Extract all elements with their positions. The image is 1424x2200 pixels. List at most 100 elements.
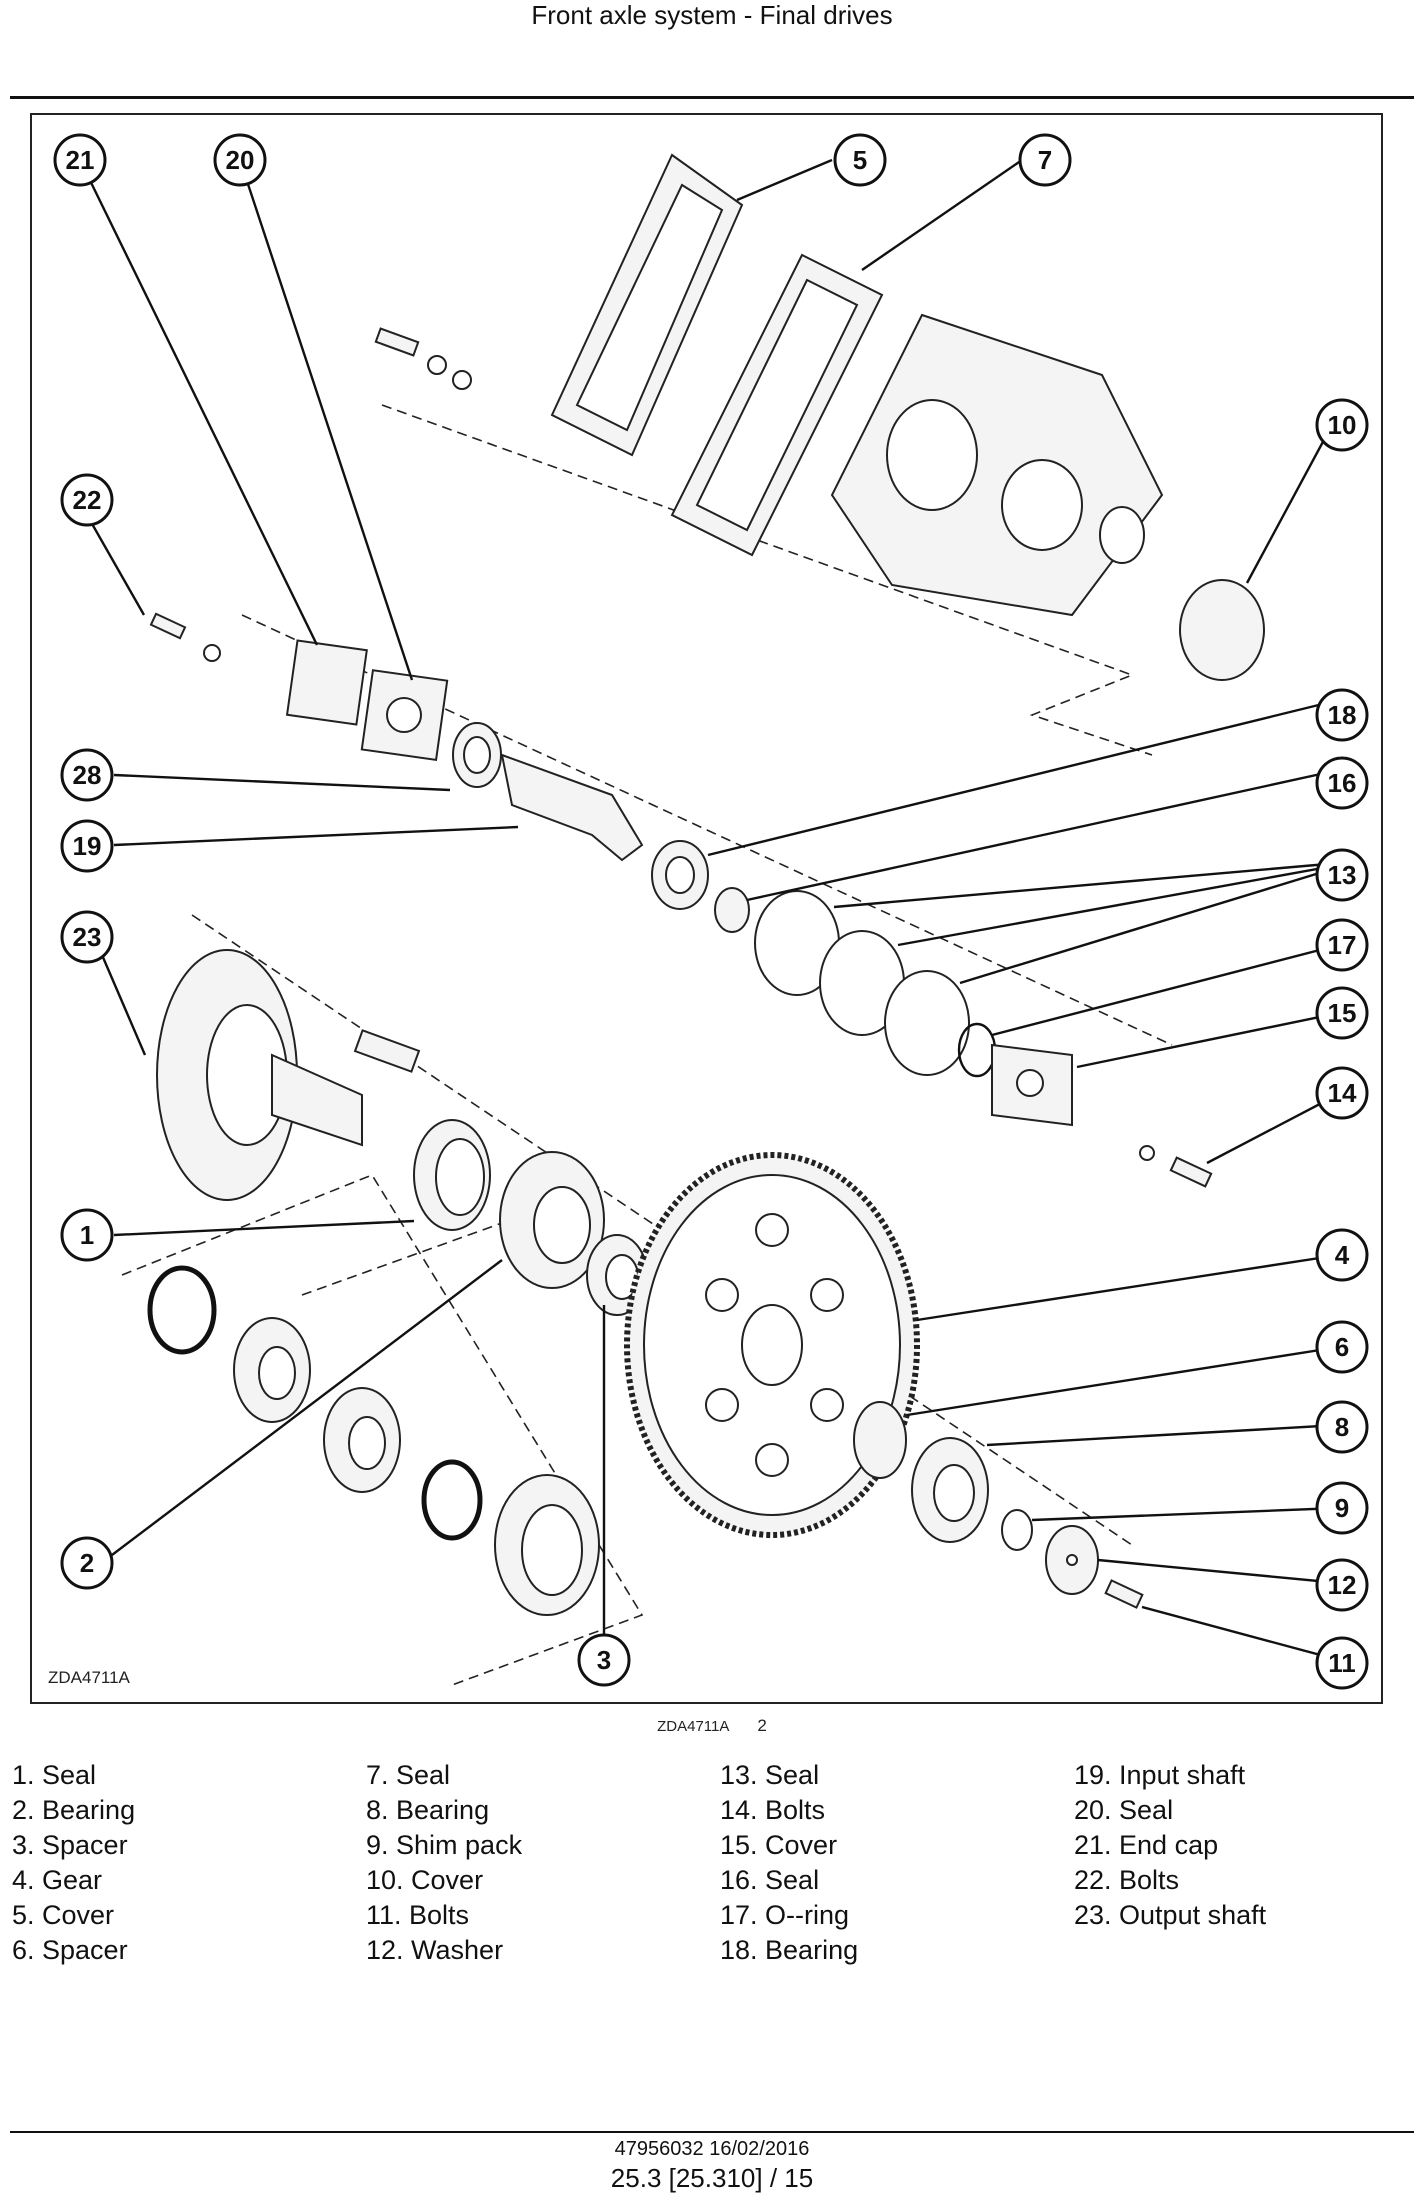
legend-item: 8. Bearing — [366, 1795, 490, 1825]
bolt-22-part — [149, 612, 221, 662]
legend-item: 5. Cover — [12, 1900, 115, 1930]
exploded-view-drawing: 21 20 5 7 10 22 18 16 28 19 13 23 17 15 … — [53, 133, 1369, 1690]
callout-11: 11 — [1315, 1636, 1369, 1690]
svg-text:9: 9 — [1335, 1493, 1349, 1523]
svg-text:14: 14 — [1328, 1078, 1357, 1108]
footer-page-number: 25.3 [25.310] / 15 — [610, 2163, 814, 2193]
o-ring-lower-2-part — [421, 1459, 483, 1541]
legend-item: 17. O--ring — [720, 1900, 850, 1930]
cover-bolt-part — [374, 327, 472, 390]
legend-item: 14. Bolts — [720, 1795, 826, 1825]
callout-28: 28 — [60, 748, 114, 802]
input-shaft-19-part — [500, 753, 644, 862]
callout-21: 21 — [53, 133, 107, 187]
leader-16 — [746, 768, 1340, 902]
svg-text:18: 18 — [1328, 700, 1357, 730]
leader-13c — [959, 865, 1340, 985]
bearing-8-part — [911, 1437, 989, 1543]
legend-item: 20. Seal — [1074, 1795, 1174, 1825]
leader-21 — [78, 159, 319, 646]
header-rule — [10, 96, 1414, 99]
seal-20-part — [360, 669, 449, 762]
spacer-lower-part — [323, 1387, 401, 1493]
leader-13a — [833, 861, 1340, 909]
svg-text:1: 1 — [80, 1220, 94, 1250]
bolt-11-part — [1104, 1579, 1144, 1609]
leader-4 — [916, 1253, 1340, 1322]
callout-13: 13 — [1315, 848, 1369, 902]
leader-17 — [991, 943, 1340, 1037]
svg-text:15: 15 — [1328, 998, 1357, 1028]
legend-item: 13. Seal — [720, 1760, 820, 1790]
spacer-6-part — [853, 1401, 907, 1479]
legend-item: 6. Spacer — [12, 1935, 128, 1965]
leader-2 — [111, 1259, 503, 1556]
cover-5-part — [550, 153, 744, 457]
leader-14 — [1206, 1093, 1338, 1165]
svg-text:3: 3 — [597, 1645, 611, 1675]
callout-2: 2 — [60, 1536, 114, 1590]
callout-22: 22 — [60, 473, 114, 527]
seal-7-part — [670, 253, 884, 557]
legend-item: 16. Seal — [720, 1865, 820, 1895]
svg-text:23: 23 — [73, 922, 102, 952]
callout-23: 23 — [60, 910, 114, 964]
leader-7 — [861, 159, 1023, 271]
legend-item: 4. Gear — [12, 1865, 103, 1895]
footer-document-id: 47956032 16/02/2016 — [614, 2138, 810, 2160]
cover-15-part — [991, 1043, 1073, 1127]
gear-4-part — [624, 1152, 920, 1538]
figure-caption-code: ZDA4711A — [657, 1718, 730, 1735]
svg-text:10: 10 — [1328, 410, 1357, 440]
legend-column-4: 19. Input shaft 20. Seal 21. End cap 22.… — [1074, 1758, 1414, 1933]
svg-text:11: 11 — [1328, 1648, 1356, 1678]
svg-text:28: 28 — [73, 760, 102, 790]
bearing-2-part — [499, 1151, 605, 1289]
callout-6: 6 — [1315, 1320, 1369, 1374]
seal-1-part — [413, 1119, 491, 1231]
callout-7: 7 — [1018, 133, 1072, 187]
legend-item: 7. Seal — [366, 1760, 451, 1790]
callout-12: 12 — [1315, 1558, 1369, 1612]
callout-1: 1 — [60, 1208, 114, 1262]
bolt-14-part — [1139, 1145, 1213, 1188]
bearing-18-part — [651, 840, 709, 910]
callout-10: 10 — [1315, 398, 1369, 452]
callout-9: 9 — [1315, 1481, 1369, 1535]
legend-item: 22. Bolts — [1074, 1865, 1180, 1895]
svg-text:6: 6 — [1335, 1332, 1349, 1362]
svg-text:4: 4 — [1335, 1240, 1350, 1270]
legend-column-3: 13. Seal 14. Bolts 15. Cover 16. Seal 17… — [720, 1758, 1060, 1968]
leader-15 — [1076, 1011, 1340, 1069]
legend-column-1: 1. Seal 2. Bearing 3. Spacer 4. Gear 5. … — [12, 1758, 352, 1968]
callout-17: 17 — [1315, 918, 1369, 972]
svg-text:5: 5 — [853, 145, 867, 175]
callout-19: 19 — [60, 819, 114, 873]
legend-item: 3. Spacer — [12, 1830, 128, 1860]
end-cap-21-part — [285, 639, 368, 726]
svg-text:16: 16 — [1328, 768, 1357, 798]
callout-20: 20 — [213, 133, 267, 187]
legend-column-2: 7. Seal 8. Bearing 9. Shim pack 10. Cove… — [366, 1758, 706, 1968]
callout-4: 4 — [1315, 1228, 1369, 1282]
callout-14: 14 — [1315, 1066, 1369, 1120]
seal-16-part — [714, 887, 750, 933]
legend-item: 23. Output shaft — [1074, 1900, 1267, 1930]
legend-item: 21. End cap — [1074, 1830, 1219, 1860]
leader-1 — [113, 1219, 415, 1237]
svg-text:17: 17 — [1328, 930, 1357, 960]
legend-item: 12. Washer — [366, 1935, 504, 1965]
legend-item: 1. Seal — [12, 1760, 97, 1790]
output-bracket-line-2 — [301, 1204, 553, 1296]
figure-code-inner: ZDA4711A — [48, 1668, 130, 1687]
svg-text:2: 2 — [80, 1548, 94, 1578]
leader-9 — [1031, 1506, 1340, 1522]
exploded-view-figure: 21 20 5 7 10 22 18 16 28 19 13 23 17 15 … — [30, 113, 1383, 1704]
housing-part — [830, 313, 1164, 617]
callout-15: 15 — [1315, 986, 1369, 1040]
input-axis-line — [241, 614, 1173, 1046]
leader-22 — [85, 514, 146, 616]
o-ring-17-part — [957, 1022, 997, 1078]
page-title: Front axle system - Final drives — [531, 0, 893, 30]
